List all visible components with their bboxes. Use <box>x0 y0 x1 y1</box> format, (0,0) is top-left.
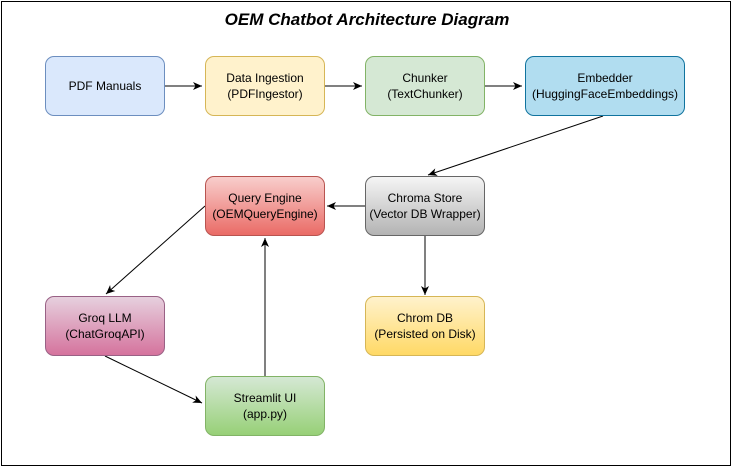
node-label-line: Groq LLM <box>78 311 132 325</box>
edge-groq-llm-to-streamlit-ui <box>104 355 203 404</box>
node-label-line: Chrom DB <box>396 311 453 325</box>
streamlit-ui-node: Streamlit UI (app.py) <box>205 376 325 436</box>
pdf-manuals-node: PDF Manuals <box>45 56 165 116</box>
node-label-line: Query Engine <box>228 191 302 205</box>
node-label-line: Chunker <box>402 71 448 85</box>
node-label-line: (OEMQueryEngine) <box>212 207 318 221</box>
node-label-line: (PDFIngestor) <box>227 87 303 101</box>
edge-query-engine-to-groq-llm <box>105 205 206 295</box>
node-label-line: (Persisted on Disk) <box>374 327 476 341</box>
data-ingestion-node: Data Ingestion (PDFIngestor) <box>205 56 325 116</box>
groq-llm-node: Groq LLM (ChatGroqAPI) <box>45 296 165 356</box>
edge-embedder-to-chroma-store <box>427 115 604 176</box>
node-label-line: (TextChunker) <box>387 87 463 101</box>
node-label-line: (ChatGroqAPI) <box>65 327 145 341</box>
diagram-title: OEM Chatbot Architecture Diagram <box>224 10 510 29</box>
node-label-line: Embedder <box>577 71 633 85</box>
chroma-store-node: Chroma Store (Vector DB Wrapper) <box>365 176 485 236</box>
embedder-node: Embedder (HuggingFaceEmbeddings) <box>525 56 685 116</box>
node-label-line: (Vector DB Wrapper) <box>369 207 481 221</box>
node-label-line: Streamlit UI <box>233 391 297 405</box>
node-label-line: Data Ingestion <box>226 71 304 85</box>
node-label-line: (HuggingFaceEmbeddings) <box>531 87 679 101</box>
node-label-line: (app.py) <box>242 407 288 421</box>
node-label-line: PDF Manuals <box>68 79 142 93</box>
query-engine-node: Query Engine (OEMQueryEngine) <box>205 176 325 236</box>
chunker-node: Chunker (TextChunker) <box>365 56 485 116</box>
chroma-db-node: Chrom DB (Persisted on Disk) <box>365 296 485 356</box>
node-label-line: Chroma Store <box>387 191 463 205</box>
